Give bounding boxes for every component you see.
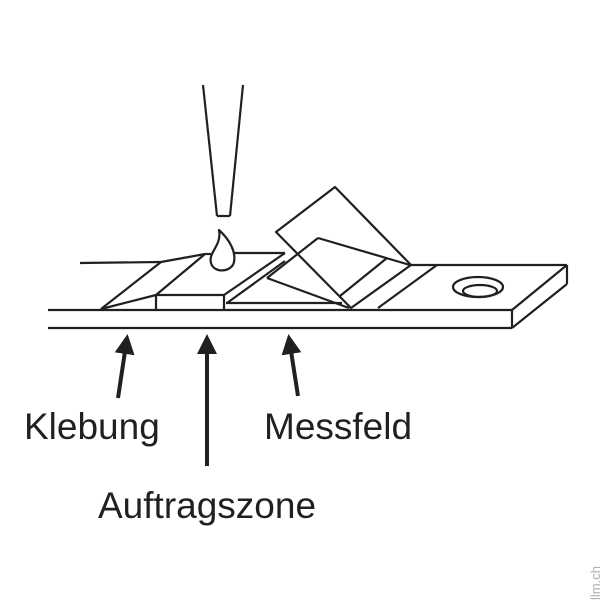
drop xyxy=(209,228,236,272)
arrows xyxy=(114,334,302,466)
arrow-measuring-field xyxy=(281,334,302,397)
watermark: llm.ch xyxy=(588,566,603,600)
label-measuring-field: Messfeld xyxy=(264,406,413,447)
label-application-zone: Auftragszone xyxy=(98,485,317,526)
measuring-field xyxy=(266,185,413,310)
strip-base xyxy=(48,263,569,330)
arrow-glue xyxy=(114,334,135,399)
strip-hole xyxy=(451,275,505,299)
label-glue: Klebung xyxy=(24,406,160,447)
glue-wedge xyxy=(79,252,206,311)
application-pad xyxy=(154,251,342,309)
pipette-tip xyxy=(201,84,245,218)
